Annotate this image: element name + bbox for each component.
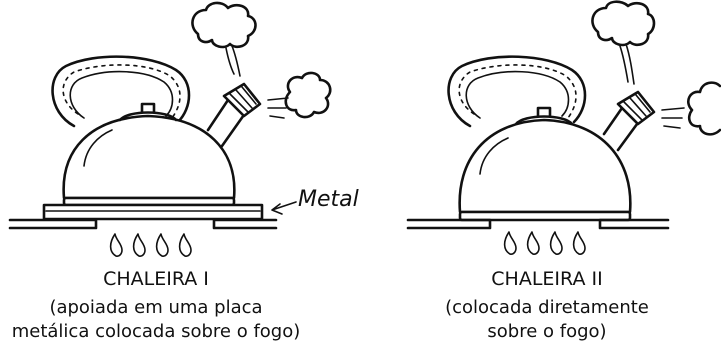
kettle-2-steam-wisp-upper bbox=[620, 44, 634, 84]
kettle-2-steam-lines bbox=[662, 108, 684, 128]
flame bbox=[111, 234, 122, 256]
flame bbox=[551, 232, 562, 254]
kettle-2-steam-cloud-upper bbox=[592, 2, 654, 45]
kettle-2-scene: CHALEIRA II (colocada diretamente sobre … bbox=[408, 2, 720, 342]
kettle-1-scene: Metal CHALEIRA I (apoiada em uma placa m… bbox=[10, 3, 359, 342]
kettle-2-handle bbox=[449, 57, 585, 126]
kettle-2-handle-inner bbox=[466, 72, 568, 118]
kettle-2-description-line-1: (colocada diretamente bbox=[445, 297, 649, 318]
flame bbox=[134, 234, 145, 256]
kettle-2-steam-cloud-right bbox=[688, 83, 720, 135]
kettle-1-handle-inner bbox=[70, 72, 172, 118]
kettle-2-handle-stitching bbox=[459, 65, 576, 118]
kettle-2-spout-cap bbox=[618, 92, 654, 124]
kettle-2-flames bbox=[505, 232, 585, 254]
metal-label: Metal bbox=[298, 187, 359, 212]
kettle-1-knob bbox=[142, 104, 154, 112]
flame bbox=[180, 234, 191, 256]
metal-arrow bbox=[272, 202, 296, 214]
kettle-1-stove-left bbox=[10, 220, 96, 228]
kettle-1-spout-cap bbox=[224, 84, 260, 116]
kettle-1-flames bbox=[111, 234, 191, 256]
metal-plate bbox=[44, 205, 262, 219]
flame bbox=[528, 232, 539, 254]
kettle-1-steam-wisp-upper bbox=[226, 46, 240, 76]
kettle-1-description-line-1: (apoiada em uma placa bbox=[49, 297, 262, 318]
kettle-2-stove-left bbox=[408, 220, 490, 228]
flame bbox=[505, 232, 516, 254]
flame bbox=[157, 234, 168, 256]
kettle-2-description-line-2: sobre o fogo) bbox=[487, 321, 606, 342]
kettle-2-title: CHALEIRA II bbox=[491, 268, 602, 290]
kettle-1-description-line-2: metálica colocada sobre o fogo) bbox=[12, 321, 301, 342]
flame bbox=[574, 232, 585, 254]
kettle-1-title: CHALEIRA I bbox=[103, 268, 209, 290]
kettle-1-steam-cloud-upper bbox=[192, 3, 255, 47]
kettle-1-stove-right bbox=[214, 220, 276, 228]
kettle-2-knob bbox=[538, 108, 550, 116]
kettle-2-stove-right bbox=[600, 220, 668, 228]
kettle-1-steam-cloud-right bbox=[286, 73, 331, 117]
kettle-1-handle-stitching bbox=[63, 65, 180, 118]
